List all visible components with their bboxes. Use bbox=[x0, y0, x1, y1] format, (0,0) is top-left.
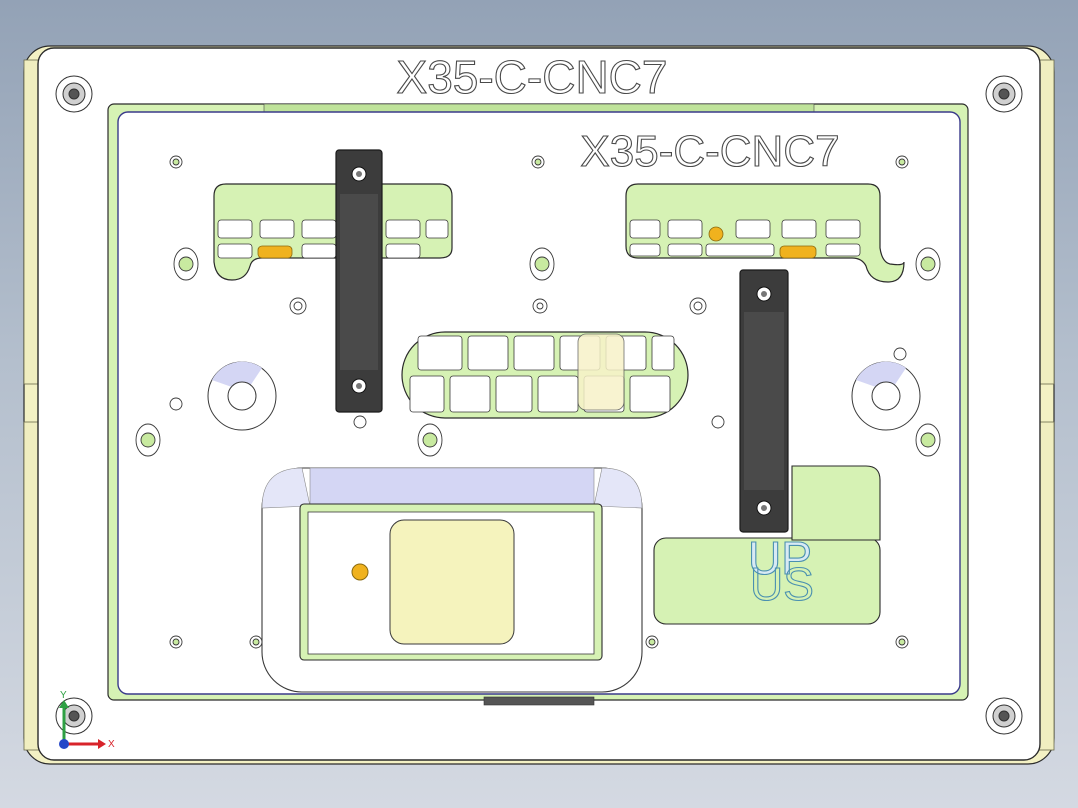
marking-us: US bbox=[750, 558, 814, 610]
hole-icon bbox=[895, 155, 909, 169]
locating-pin-icon bbox=[915, 423, 941, 457]
axis-triad-icon: X Y bbox=[59, 690, 115, 750]
hole-icon bbox=[711, 415, 725, 429]
hole-icon bbox=[689, 297, 707, 315]
locating-pin-icon bbox=[135, 423, 161, 457]
marking-up: UP bbox=[748, 532, 812, 584]
screw-icon bbox=[55, 697, 93, 735]
right-bushing bbox=[851, 361, 921, 431]
screw-icon bbox=[985, 697, 1023, 735]
left-bushing bbox=[207, 361, 277, 431]
hole-icon bbox=[169, 635, 183, 649]
locating-pin-icons bbox=[135, 247, 941, 457]
screw-icon bbox=[55, 75, 93, 113]
bottom-pocket bbox=[261, 467, 643, 693]
locating-pin-icon bbox=[529, 247, 555, 281]
marking-block: UP US bbox=[653, 465, 881, 625]
axis-y-label: Y bbox=[60, 690, 67, 701]
right-handle[interactable] bbox=[739, 269, 789, 533]
base-plate-engraving: X35-C-CNC7 bbox=[397, 51, 668, 103]
axis-x-label: X bbox=[108, 739, 115, 750]
hole-icon bbox=[532, 298, 548, 314]
hole-icon bbox=[353, 415, 367, 429]
center-grid-window bbox=[401, 331, 689, 419]
hole-icon bbox=[169, 155, 183, 169]
locating-pin-icon bbox=[915, 247, 941, 281]
hole-icon bbox=[249, 635, 263, 649]
hole-icon bbox=[895, 635, 909, 649]
small-hole-icons bbox=[169, 155, 909, 649]
left-handle[interactable] bbox=[335, 149, 383, 413]
hole-icon bbox=[531, 155, 545, 169]
right-grid-nest bbox=[625, 183, 905, 283]
pin-icon bbox=[351, 563, 369, 581]
locating-pin-icon bbox=[417, 423, 443, 457]
locating-pin-icon bbox=[173, 247, 199, 281]
hole-icon bbox=[169, 397, 183, 411]
fixture-plate-engraving: X35-C-CNC7 bbox=[580, 127, 839, 176]
left-grid-nest bbox=[213, 183, 453, 281]
hole-icon bbox=[645, 635, 659, 649]
screw-icon bbox=[985, 75, 1023, 113]
hole-icon bbox=[893, 347, 907, 361]
hole-icon bbox=[289, 297, 307, 315]
